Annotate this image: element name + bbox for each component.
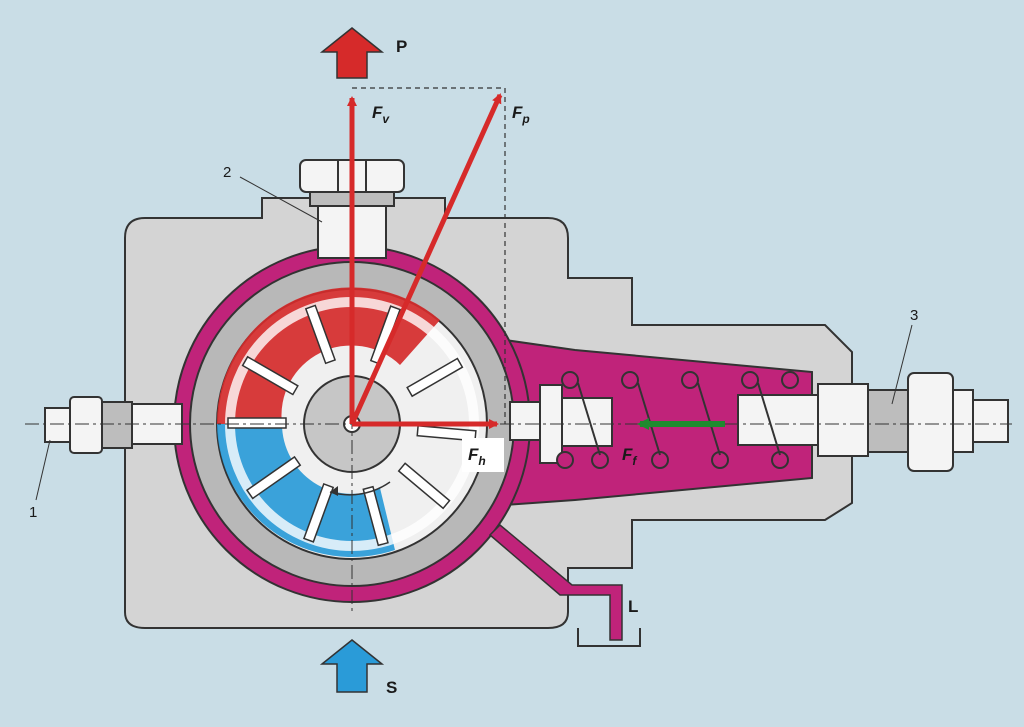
suction-inlet-arrow xyxy=(319,639,385,693)
force-fp-arrow xyxy=(349,93,503,426)
force-fp-label: Fp xyxy=(512,103,530,126)
volume-adjustment-screw xyxy=(44,396,183,454)
callout-2: 2 xyxy=(223,164,231,181)
rotation-arrow-head xyxy=(330,486,338,496)
force-fh-label: Fh xyxy=(468,445,486,468)
suction-label: S xyxy=(386,678,397,697)
force-fv-label: Fv xyxy=(372,103,390,126)
control-spring xyxy=(556,371,799,469)
callout-3: 3 xyxy=(910,307,918,324)
rotor-vanes xyxy=(227,304,477,547)
pressure-label: P xyxy=(396,37,407,56)
leakage-tank xyxy=(577,628,641,647)
callout-leaders xyxy=(35,176,913,501)
force-ff-label: Ff xyxy=(622,445,637,468)
pressure-outlet-arrow xyxy=(319,27,385,79)
callout-1: 1 xyxy=(29,504,37,521)
suction-zone xyxy=(217,424,395,558)
pressure-adjustment-screw xyxy=(737,372,1009,472)
fh-label-box xyxy=(462,438,504,472)
leakage-label: L xyxy=(628,597,638,616)
force-parallelogram xyxy=(352,87,506,424)
leakage-channel xyxy=(488,523,623,641)
